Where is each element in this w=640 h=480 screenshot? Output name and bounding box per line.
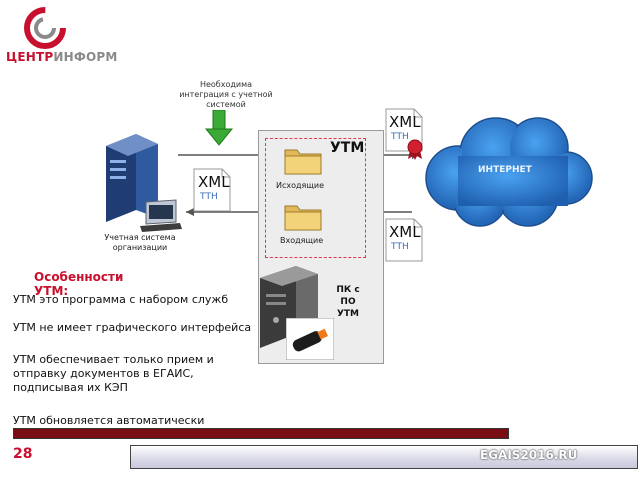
- folder-outgoing-label: Исходящие: [276, 181, 325, 190]
- usb-token-icon: [286, 318, 334, 360]
- feature-item: УТМ не имеет графического интерфейса: [13, 321, 252, 334]
- down-arrow-icon: [204, 110, 234, 146]
- signature-seal-icon: [407, 139, 423, 160]
- feature-item: УТМ обеспечивает только прием и отправку…: [13, 353, 214, 394]
- pc-label: ПК с ПО УТМ: [336, 285, 360, 319]
- footer-bar: [130, 445, 638, 469]
- footer-red-bar: [13, 428, 509, 439]
- feature-item: УТМ обновляется автоматически: [13, 414, 205, 427]
- site-label: EGAIS2016.RU: [480, 448, 578, 462]
- xml-document-icon: [193, 168, 231, 212]
- utm-title: УТМ: [330, 140, 365, 156]
- xml-doc1-xml: XML: [198, 173, 230, 191]
- features-title: Особенности УТМ:: [34, 270, 124, 298]
- xml-doc3-xml: XML: [389, 223, 421, 241]
- server-label: Учетная система организации: [104, 233, 176, 252]
- xml-doc2-xml: XML: [389, 113, 421, 131]
- xml-doc1-tth: ТТН: [200, 192, 218, 202]
- folder-outgoing-icon: [284, 149, 322, 175]
- xml-doc2-tth: ТТН: [391, 132, 409, 142]
- logo-icon: [24, 7, 66, 49]
- logo-part-grey: ИНФОРМ: [53, 50, 118, 64]
- page-number: 28: [13, 446, 33, 462]
- xml-document-icon: [385, 218, 423, 262]
- utm-dashed-box: [265, 138, 366, 258]
- logo-part-red: ЦЕНТР: [6, 50, 54, 64]
- folder-incoming-icon: [284, 205, 322, 231]
- integration-note: Необходима интеграция с учетной системой: [179, 80, 273, 109]
- xml-doc3-tth: ТТН: [391, 242, 409, 252]
- internet-label: ИНТЕРНЕТ: [478, 165, 532, 175]
- internet-cloud-icon: [425, 117, 593, 227]
- folder-incoming-label: Входящие: [280, 236, 324, 245]
- logo-text: ЦЕНТРИНФОРМ: [6, 50, 117, 64]
- server-icon: [106, 134, 182, 232]
- feature-item: УТМ это программа с набором служб: [13, 293, 229, 306]
